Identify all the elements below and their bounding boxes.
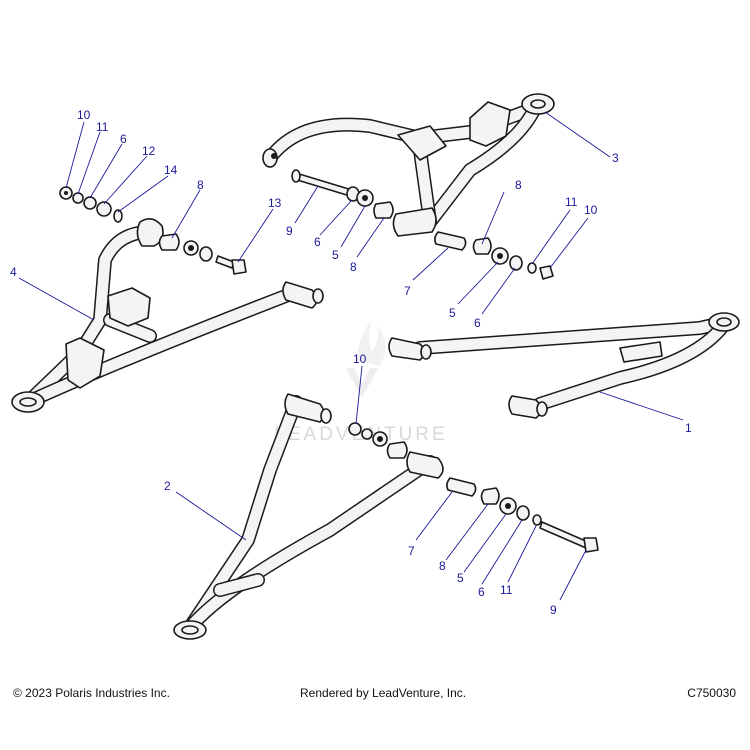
part-4-left-a-arm: [11, 218, 324, 413]
rendered-by-text: Rendered by LeadVenture, Inc.: [300, 686, 467, 700]
callout-7: 7: [408, 544, 415, 558]
callout-5: 5: [457, 571, 464, 585]
callout-1: 1: [685, 421, 692, 435]
callout-11: 11: [96, 120, 109, 134]
callout-8: 8: [197, 178, 204, 192]
callout-6: 6: [474, 316, 481, 330]
callouts: 10 11 6 12 14 8 13 4 3 9 6 5 8 8 7 11 10…: [10, 108, 692, 617]
copyright-text: © 2023 Polaris Industries Inc.: [13, 686, 170, 700]
leader-lines: [18, 111, 684, 601]
callout-10: 10: [353, 352, 367, 366]
callout-6: 6: [314, 235, 321, 249]
callout-10: 10: [77, 108, 91, 122]
callout-6: 6: [478, 585, 485, 599]
callout-8: 8: [350, 260, 357, 274]
callout-6: 6: [120, 132, 127, 146]
watermark: LEADVENTURE: [274, 320, 447, 445]
callout-5: 5: [449, 306, 456, 320]
part-2-hardware: [348, 422, 599, 553]
callout-8: 8: [515, 178, 522, 192]
callout-14: 14: [164, 163, 178, 177]
callout-11: 11: [500, 583, 513, 597]
part-3-upper-a-arm: [262, 93, 555, 237]
callout-3: 3: [612, 151, 619, 165]
callout-12: 12: [142, 144, 156, 158]
part-3-hardware: [291, 169, 554, 280]
callout-9: 9: [286, 224, 293, 238]
callout-13: 13: [268, 196, 282, 210]
callout-9: 9: [550, 603, 557, 617]
callout-7: 7: [404, 284, 411, 298]
part-4-hardware: [59, 186, 247, 275]
callout-2: 2: [164, 479, 171, 493]
watermark-text: LEADVENTURE: [274, 424, 447, 445]
watermark-logo-icon: [346, 320, 386, 398]
part-1-lower-arm: [388, 312, 740, 419]
diagram-code: C750030: [687, 686, 736, 700]
callout-8: 8: [439, 559, 446, 573]
part-2-bottom-a-arm: [173, 393, 444, 640]
callout-11: 11: [565, 195, 578, 209]
callout-5: 5: [332, 248, 339, 262]
callout-4: 4: [10, 265, 17, 279]
callout-10: 10: [584, 203, 598, 217]
